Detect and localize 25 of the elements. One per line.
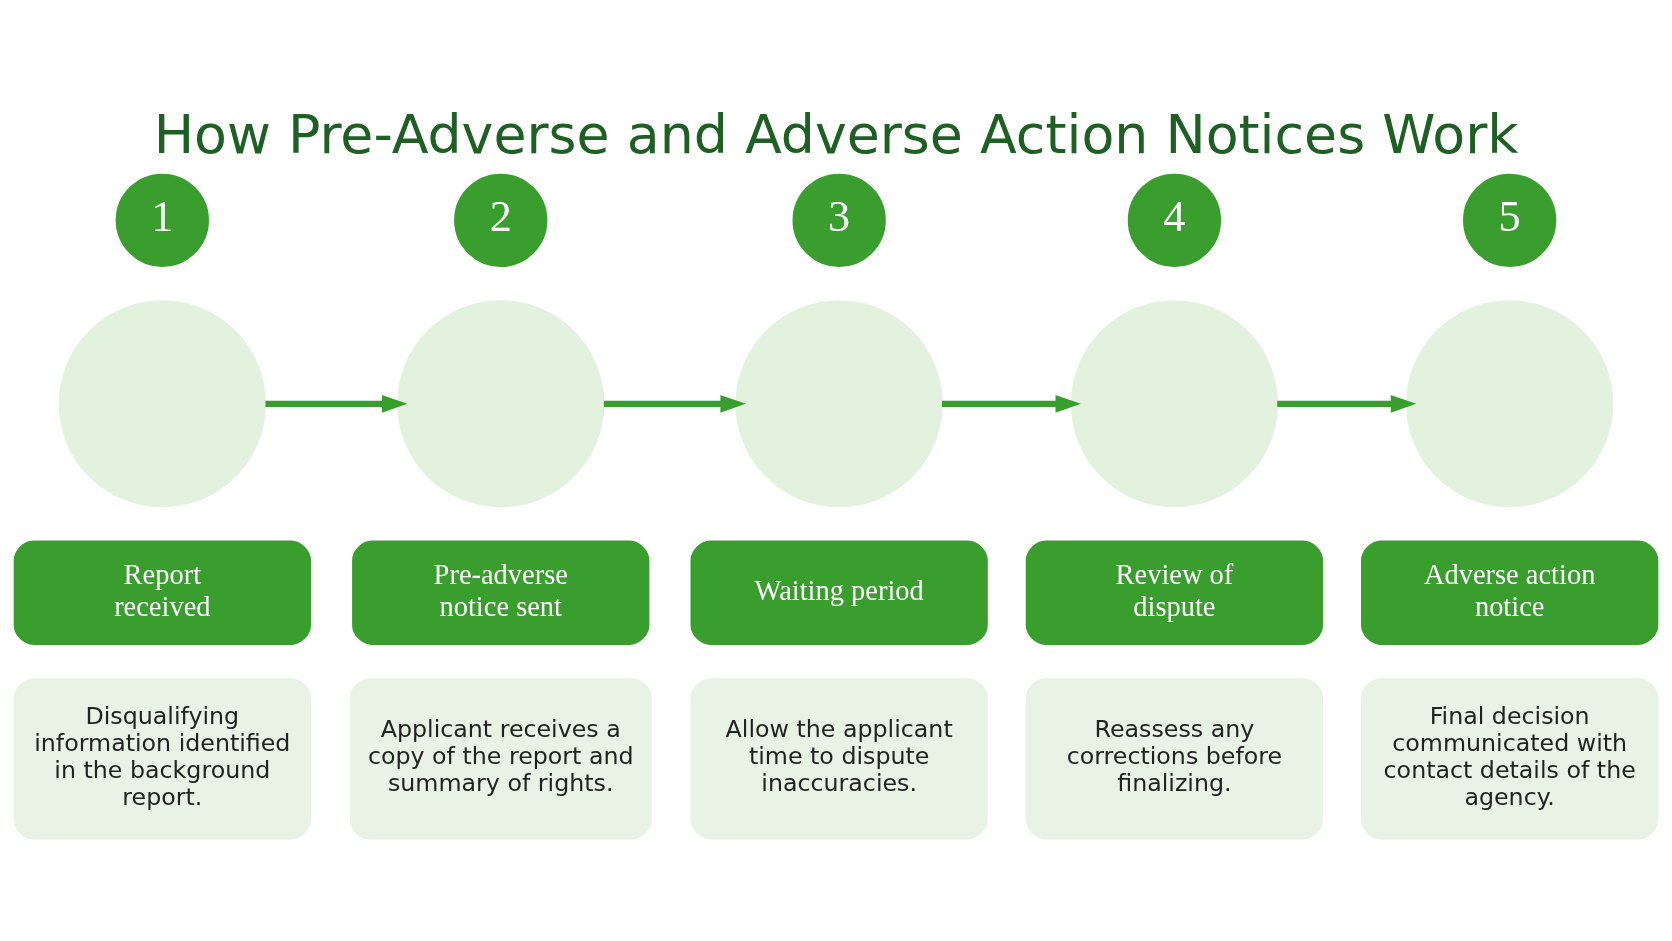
node-circle [1070,299,1278,507]
node-circle: 3 [792,173,886,267]
node-circle [58,299,266,507]
node-circle [397,299,605,507]
node-box: Report received [13,540,311,645]
node-box: Disqualifying information identified in the background report. [13,677,311,839]
node-circle [735,299,943,507]
node-circle: 4 [1127,173,1222,267]
arrow [941,394,1081,413]
node-box: Allow the applicant time to dispute inaccuracies. [690,677,988,839]
node-circle: 5 [1463,173,1557,267]
node-box: Waiting period [690,540,988,645]
node-circle: 1 [115,173,209,267]
node-circle [1406,299,1614,507]
arrow [1277,394,1417,413]
node-box: Review of dispute [1025,540,1324,645]
node-box: Pre-adverse notice sent [352,540,650,645]
arrow [603,394,746,413]
node-box: Applicant receives a copy of the report and summary of rights. [349,677,652,839]
node-box: Reassess any corrections before finalizing. [1025,677,1324,839]
arrow [265,394,408,413]
diagram-title: How Pre-Adverse and Adverse Action Notices Work [153,102,1519,166]
node-box: Final decision communicated with contact details of the agency. [1361,677,1659,839]
node-circle: 2 [454,173,548,267]
node-box: Adverse action notice [1361,540,1659,645]
